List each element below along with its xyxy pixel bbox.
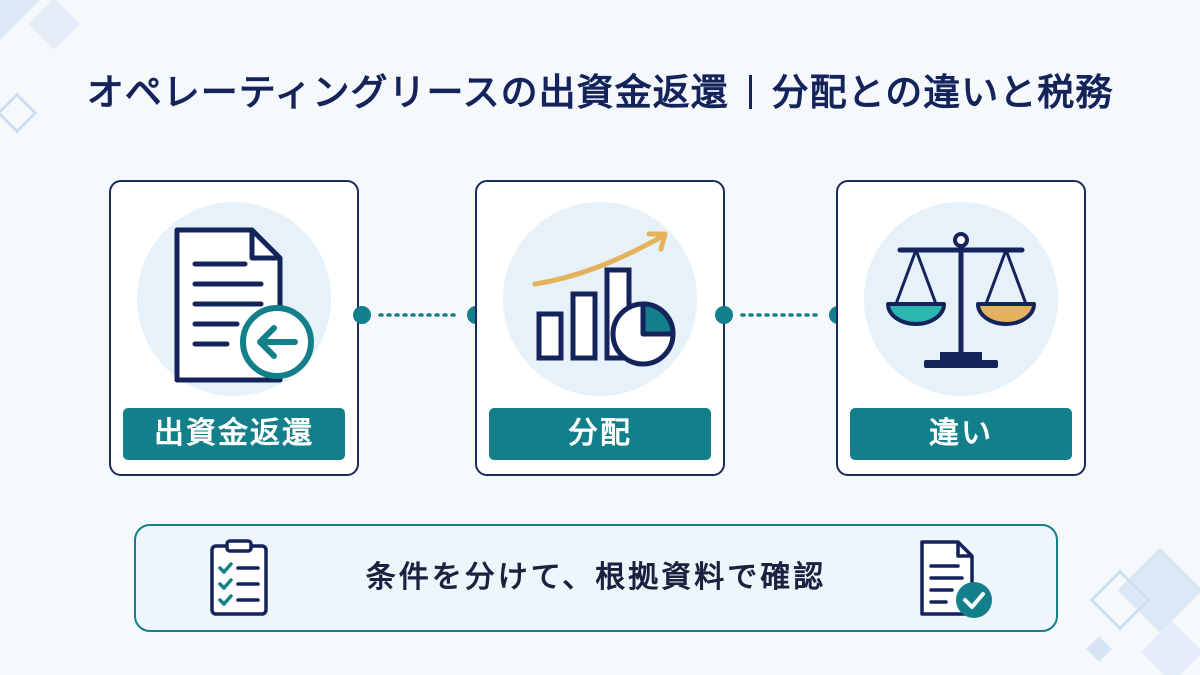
document-return-icon bbox=[174, 227, 314, 383]
corner-decoration-top-left bbox=[0, 0, 80, 134]
card-label: 分配 bbox=[489, 408, 711, 460]
confirmation-note: 条件を分けて、根拠資料で確認 bbox=[134, 524, 1058, 632]
card-difference: 違い bbox=[836, 180, 1086, 476]
card-label: 違い bbox=[850, 408, 1072, 460]
title-main: オペレーティングリースの出資金返還 bbox=[86, 71, 729, 114]
balance-scale-icon bbox=[886, 232, 1036, 368]
card-capital-return: 出資金返還 bbox=[109, 180, 359, 476]
confirmation-text: 条件を分けて、根拠資料で確認 bbox=[365, 560, 827, 595]
title-sub: 分配との違いと税務 bbox=[771, 71, 1114, 114]
bar-chart-growth-icon bbox=[532, 231, 676, 367]
dotted-connector bbox=[353, 306, 485, 324]
corner-decoration-bottom-right bbox=[1086, 547, 1200, 675]
title-separator bbox=[748, 75, 752, 109]
card-label: 出資金返還 bbox=[123, 408, 345, 460]
page-title: オペレーティングリースの出資金返還分配との違いと税務 bbox=[0, 62, 1200, 116]
card-distribution: 分配 bbox=[475, 180, 725, 476]
dotted-connector bbox=[715, 306, 847, 324]
document-check-icon bbox=[920, 540, 992, 618]
checklist-clipboard-icon bbox=[210, 539, 268, 616]
